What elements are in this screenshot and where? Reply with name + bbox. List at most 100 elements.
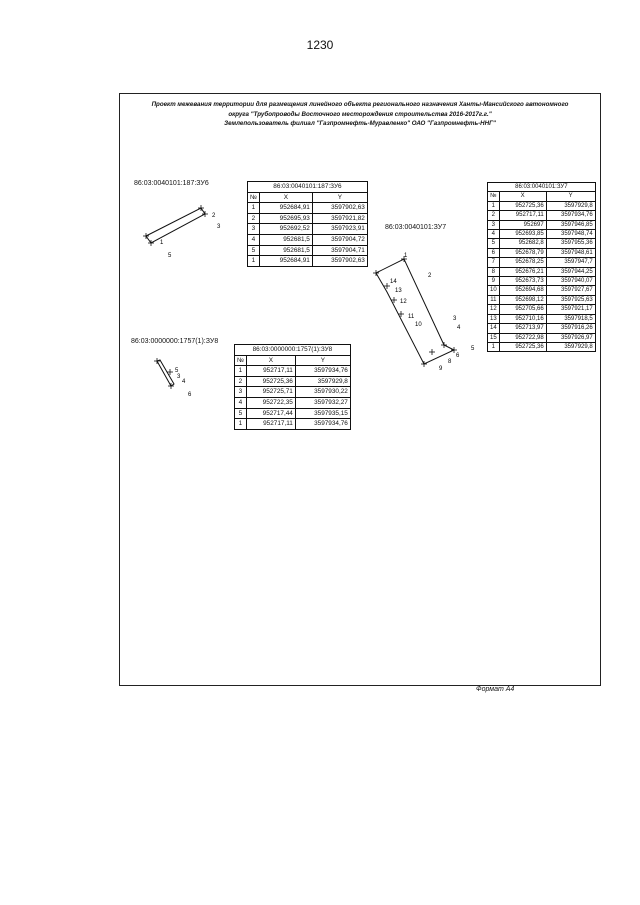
drawing-header: Проект межевания территории для размещен… bbox=[122, 100, 598, 129]
table-cell: 952681,5 bbox=[258, 233, 313, 246]
parcel-sketch-zu7 bbox=[373, 256, 457, 367]
table-cell: 952697 bbox=[498, 219, 547, 231]
column-header: X bbox=[498, 191, 547, 202]
table-cell: 952692,52 bbox=[258, 223, 313, 235]
parcel-label-zu7: 86:03:0040101:ЗУ7 bbox=[385, 224, 447, 231]
table-cell: 3 bbox=[247, 223, 260, 235]
column-header: № bbox=[247, 191, 260, 204]
point-label: 11 bbox=[408, 314, 415, 320]
table-cell: 3597902,63 bbox=[311, 255, 368, 267]
table-cell: 11 bbox=[487, 294, 500, 306]
point-label: 10 bbox=[415, 322, 422, 328]
table-cell: 952717,11 bbox=[498, 210, 547, 221]
point-label: 1 bbox=[160, 240, 164, 246]
table-cell: 2 bbox=[247, 212, 260, 225]
table-cell: 952695,93 bbox=[258, 212, 313, 225]
column-header: X bbox=[258, 191, 313, 204]
table-cell: 952717,11 bbox=[245, 365, 296, 377]
table-cell: 1 bbox=[487, 341, 500, 353]
table-cell: 1 bbox=[247, 202, 260, 214]
table-cell: 3597948,74 bbox=[545, 229, 596, 240]
table-cell: 952694,68 bbox=[498, 285, 547, 296]
column-header: Y bbox=[545, 191, 596, 202]
drawing-frame bbox=[119, 93, 601, 686]
table-cell: 4 bbox=[234, 396, 247, 409]
table-cell: 3597935,15 bbox=[294, 407, 351, 420]
table-cell: 952684,91 bbox=[258, 255, 313, 267]
table-cell: 3597948,61 bbox=[545, 247, 596, 259]
table-caption: 86:03:0040101:187:ЗУ6 bbox=[247, 181, 368, 193]
table-cell: 952678,25 bbox=[498, 257, 547, 268]
point-label: 14 bbox=[390, 279, 397, 285]
table-caption: 86:03:0040101:ЗУ7 bbox=[487, 181, 596, 193]
parcel-sketch-zu8 bbox=[154, 358, 175, 389]
table-caption: 86:03:0000000:1757(1):ЗУ8 bbox=[234, 344, 351, 356]
table-cell: 10 bbox=[487, 285, 500, 296]
table-cell: 952682,8 bbox=[498, 238, 547, 249]
point-label: 4 bbox=[182, 379, 186, 385]
table-cell: 952725,71 bbox=[245, 386, 296, 398]
table-cell: 1 bbox=[487, 200, 500, 212]
table-cell: 952678,79 bbox=[498, 247, 547, 259]
table-cell: 1 bbox=[247, 255, 260, 267]
table-cell: 3597934,76 bbox=[294, 418, 351, 430]
table-cell: 3597926,97 bbox=[545, 332, 596, 343]
table-cell: 3597923,91 bbox=[311, 223, 368, 235]
page-format-label: Формат А4 bbox=[476, 686, 515, 693]
table-cell: 3597934,76 bbox=[294, 365, 351, 377]
table-cell: 7 bbox=[487, 257, 500, 268]
header-title-line-2: округа "Трубопроводы Восточного месторож… bbox=[228, 110, 492, 118]
table-cell: 952725,36 bbox=[245, 375, 296, 388]
table-cell: 3597930,22 bbox=[294, 386, 351, 398]
point-label: 4 bbox=[457, 325, 461, 331]
table-cell: 952705,66 bbox=[498, 304, 547, 315]
point-label: 5 bbox=[168, 253, 172, 259]
point-label: 2 bbox=[428, 273, 432, 279]
table-cell: 3597929,8 bbox=[545, 341, 596, 353]
point-label: 3 bbox=[217, 224, 221, 230]
column-header: № bbox=[234, 354, 247, 367]
point-label: 12 bbox=[400, 299, 407, 305]
table-cell: 3597902,63 bbox=[311, 202, 368, 214]
point-label: 13 bbox=[395, 288, 402, 294]
column-header: № bbox=[487, 191, 500, 202]
table-cell: 1 bbox=[234, 365, 247, 377]
column-header: X bbox=[245, 354, 296, 367]
table-cell: 952676,21 bbox=[498, 266, 547, 278]
table-cell: 3 bbox=[487, 219, 500, 231]
table-cell: 9 bbox=[487, 276, 500, 287]
point-label: 2 bbox=[212, 213, 216, 219]
header-title-line-1: Проект межевания территории для размещен… bbox=[151, 101, 569, 108]
table-cell: 3597955,36 bbox=[545, 238, 596, 249]
table-cell: 4 bbox=[247, 233, 260, 246]
table-cell: 3 bbox=[234, 386, 247, 398]
table-cell: 3597904,71 bbox=[311, 244, 368, 257]
table-cell: 3597934,76 bbox=[545, 210, 596, 221]
table-cell: 13 bbox=[487, 313, 500, 325]
header-land-user-line: Землепользователь филиал "Газпромнефть-М… bbox=[224, 120, 496, 127]
table-cell: 3597940,07 bbox=[545, 276, 596, 287]
table-cell: 3597916,26 bbox=[545, 323, 596, 334]
table-cell: 4 bbox=[487, 229, 500, 240]
table-cell: 3597947,7 bbox=[545, 257, 596, 268]
